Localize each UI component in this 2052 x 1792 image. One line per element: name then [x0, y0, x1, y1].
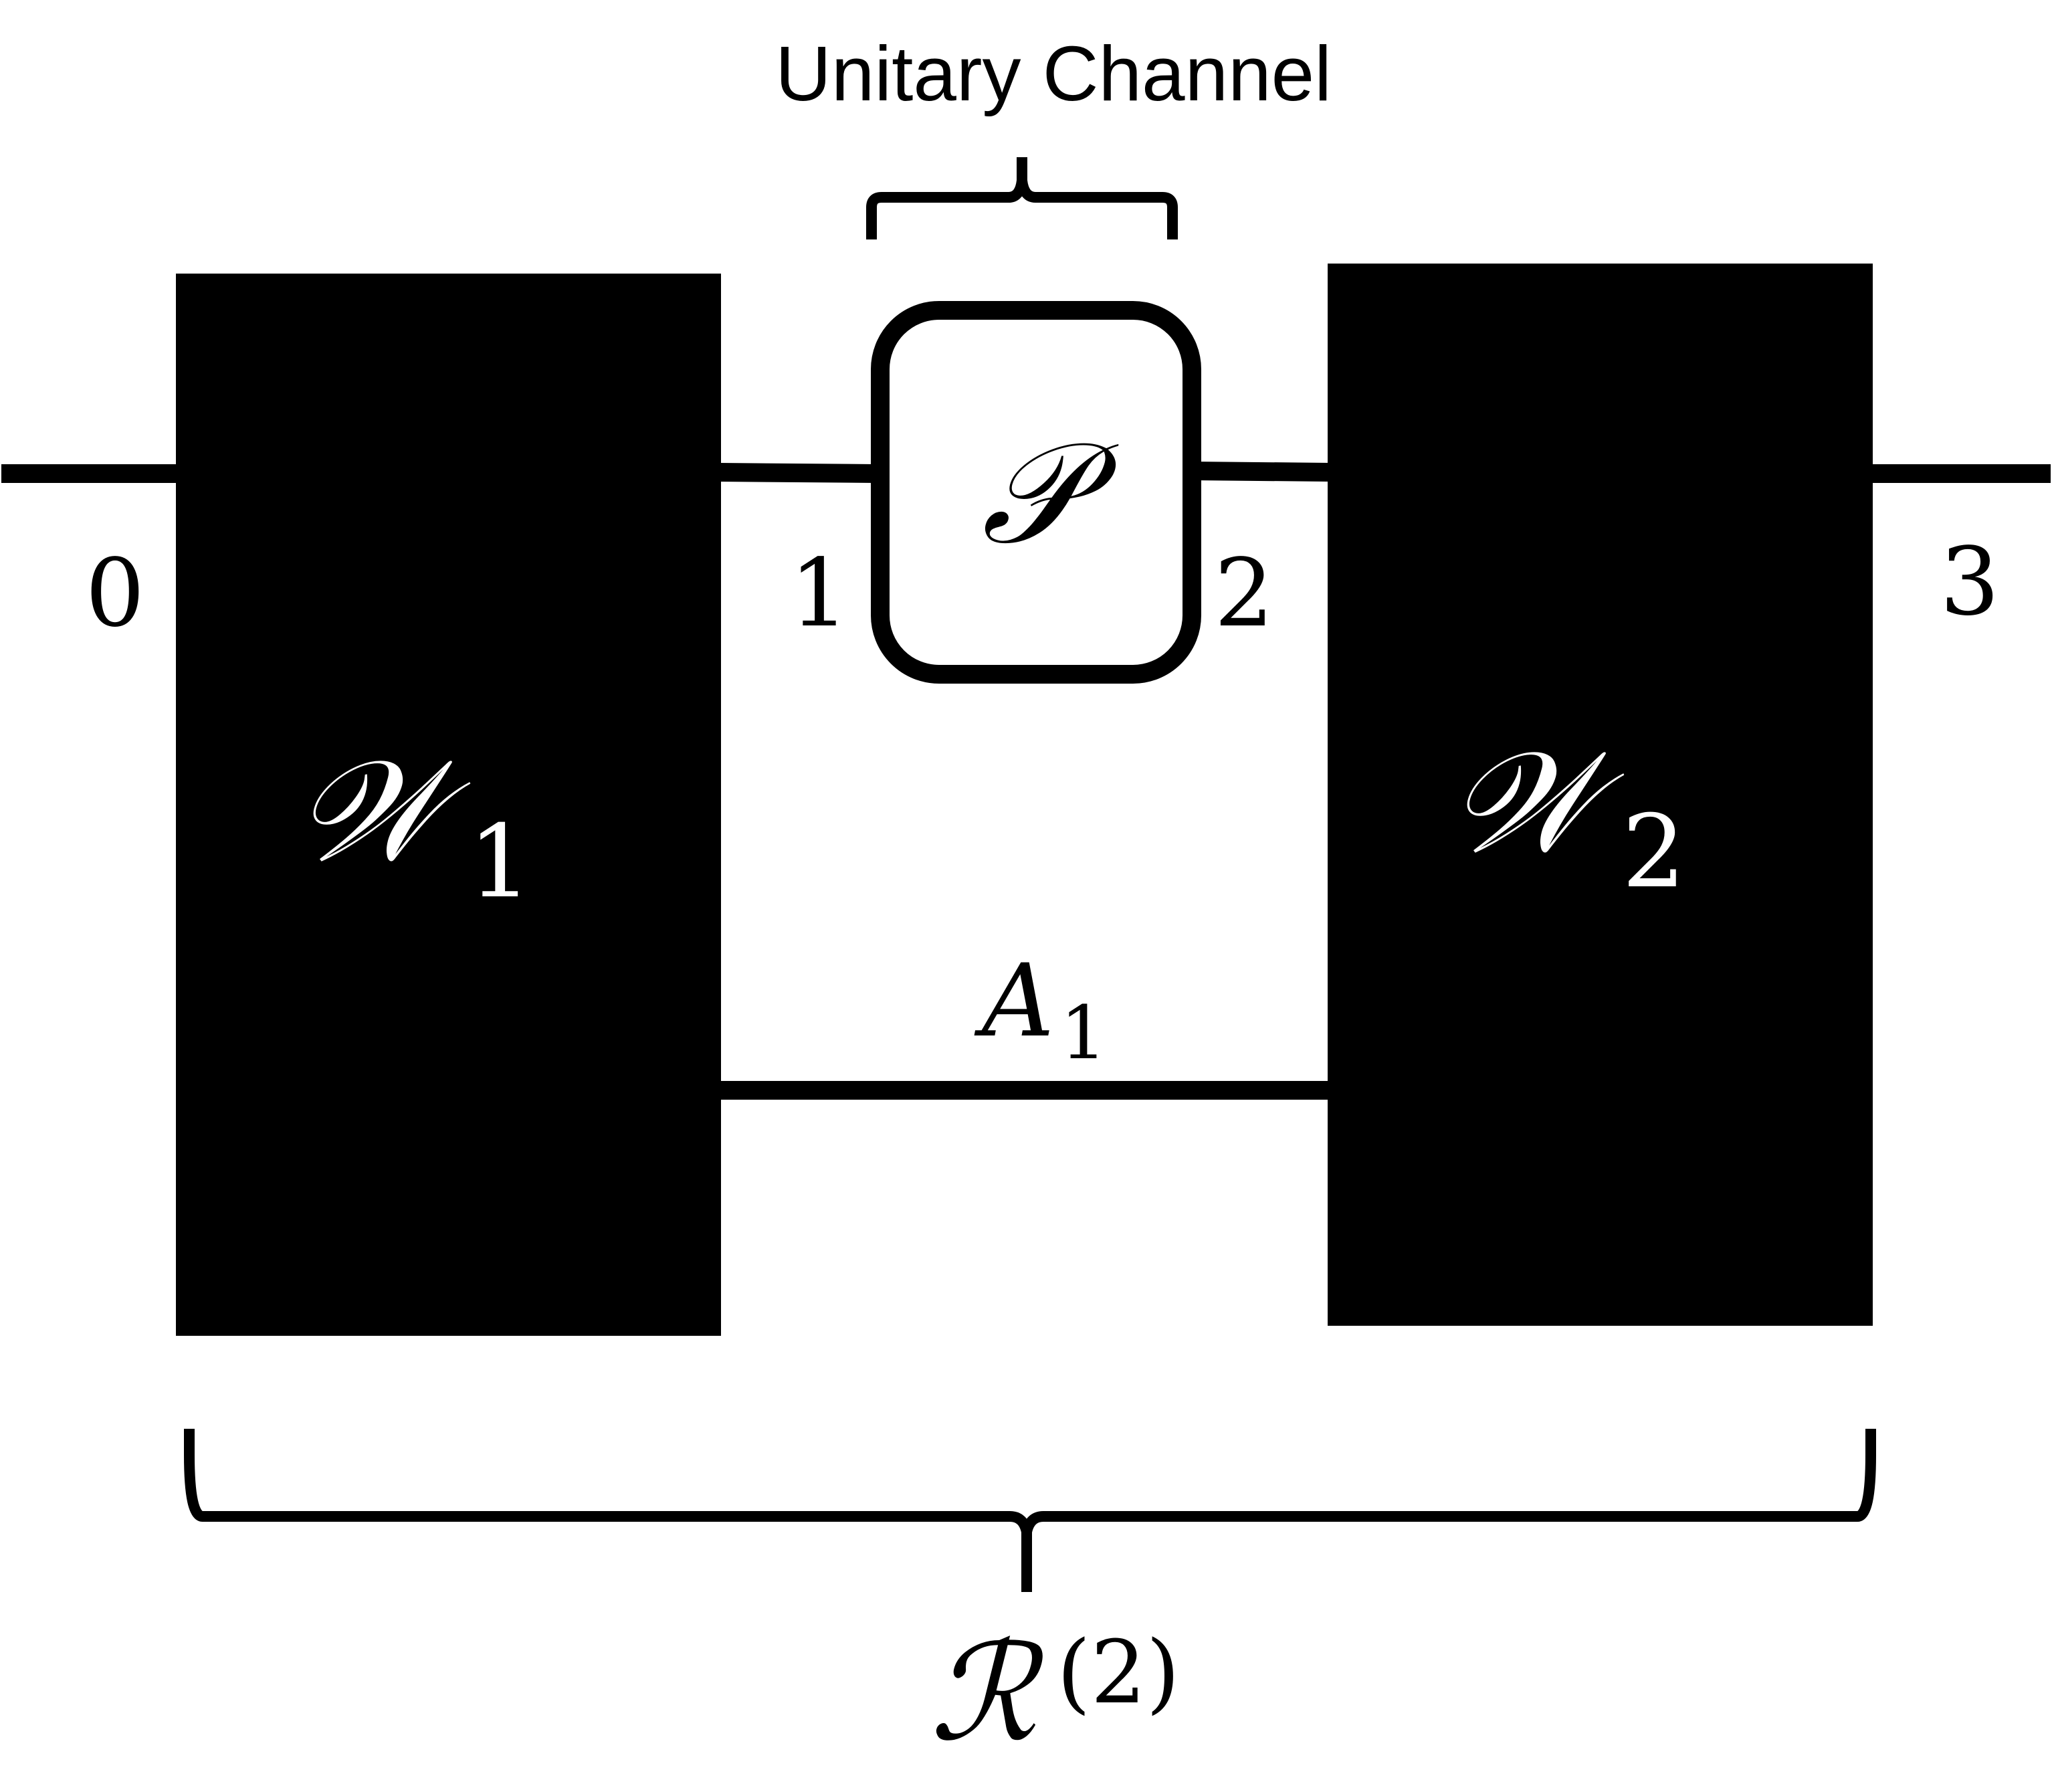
block-w1 — [176, 274, 721, 1336]
wire-2 — [1191, 462, 1332, 482]
w2-subscript: 2 — [1622, 794, 1685, 910]
block-w2-label: 𝒲 2 — [1448, 720, 1685, 910]
wire-label-3: 3 — [1940, 528, 1999, 637]
w2-symbol: 𝒲 — [1448, 720, 1625, 884]
channel-box — [871, 301, 1201, 684]
comb-symbol: ℛ — [930, 1615, 1045, 1771]
block-w2 — [1328, 264, 1873, 1326]
wire-label-1: 1 — [789, 539, 849, 648]
block-w1-label: 𝒲 1 — [294, 729, 532, 920]
top-brace — [866, 157, 1178, 239]
w1-symbol: 𝒲 — [294, 729, 471, 893]
wire-label-0: 0 — [85, 539, 144, 648]
wire-1 — [718, 463, 877, 483]
comb-superscript: (2) — [1057, 1621, 1180, 1723]
ancilla-subscript: 1 — [1060, 990, 1107, 1076]
comb-label: ℛ (2) — [930, 1615, 1180, 1771]
ancilla-symbol: A — [974, 943, 1054, 1060]
bottom-brace — [184, 1429, 1876, 1592]
ancilla-label: A 1 — [974, 943, 1107, 1076]
wire-label-2: 2 — [1214, 539, 1273, 648]
unitary-channel-label: Unitary Channel — [775, 30, 1332, 117]
w1-subscript: 1 — [468, 804, 532, 920]
